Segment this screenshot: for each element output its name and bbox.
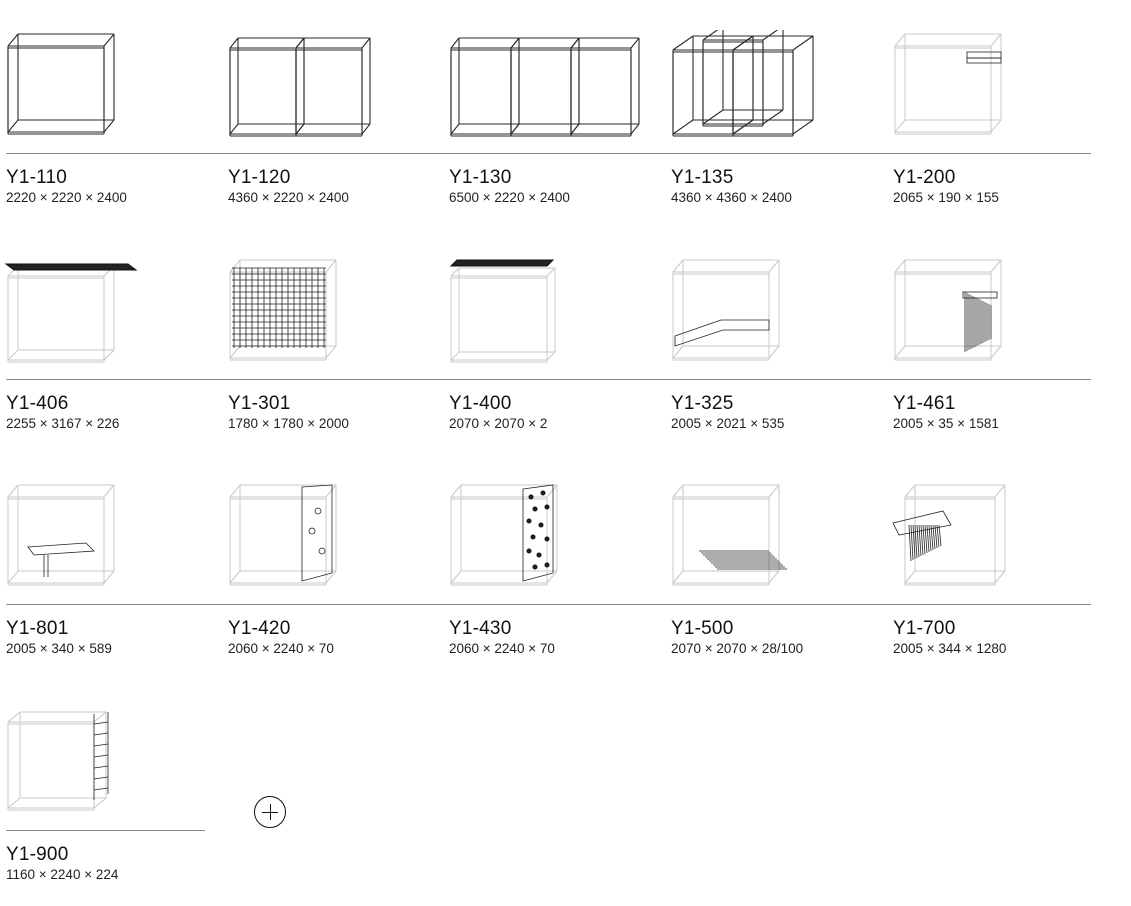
product-dimensions: 2065 × 190 × 155: [893, 190, 999, 205]
product-dimensions: 4360 × 2220 × 2400: [228, 190, 349, 205]
product-code: Y1-110: [6, 167, 68, 188]
product-card[interactable]: [447, 481, 647, 681]
product-dimensions: 6500 × 2220 × 2400: [449, 190, 570, 205]
add-product-button[interactable]: [254, 796, 286, 828]
product-card[interactable]: [891, 256, 1091, 456]
slat-wall-icon: [894, 259, 1002, 361]
product-dimensions: 2070 × 2070 × 28/100: [671, 641, 804, 656]
product-code: Y1-430: [449, 618, 512, 639]
product-card[interactable]: [4, 256, 204, 456]
product-code: Y1-461: [893, 393, 956, 414]
product-code: Y1-200: [893, 167, 956, 188]
row-divider: [6, 604, 1091, 605]
product-dimensions: 2070 × 2070 × 2: [449, 416, 548, 431]
product-code: Y1-500: [671, 618, 734, 639]
product-dimensions: 1780 × 1780 × 2000: [228, 416, 349, 431]
product-card[interactable]: [226, 481, 426, 681]
product-dimensions: 2005 × 35 × 1581: [893, 416, 999, 431]
row-divider: [6, 830, 205, 831]
product-dimensions: 1160 × 2240 × 224: [6, 867, 119, 882]
roof-panel-icon: [4, 263, 138, 363]
product-code: Y1-900: [6, 844, 69, 865]
product-card[interactable]: [226, 256, 426, 456]
product-code: Y1-700: [893, 618, 956, 639]
product-code: Y1-325: [671, 393, 734, 414]
product-card[interactable]: [669, 30, 869, 230]
product-dimensions: 4360 × 4360 × 2400: [671, 190, 792, 205]
product-card[interactable]: [447, 30, 647, 230]
product-code: Y1-130: [449, 167, 512, 188]
triple-frame-icon: [450, 37, 640, 137]
shelf-bracket-icon: [894, 33, 1002, 135]
product-card[interactable]: [669, 481, 869, 681]
product-code: Y1-135: [671, 167, 734, 188]
corner-bench-icon: [672, 259, 780, 361]
product-dimensions: 2060 × 2240 × 70: [449, 641, 555, 656]
product-code: Y1-406: [6, 393, 69, 414]
product-code: Y1-400: [449, 393, 512, 414]
net-enclosure-icon: [229, 259, 337, 361]
row-divider: [6, 153, 1091, 154]
product-card[interactable]: [4, 30, 204, 230]
single-frame-icon: [7, 33, 115, 135]
product-dimensions: 2005 × 340 × 589: [6, 641, 112, 656]
floor-deck-icon: [672, 484, 787, 586]
product-dimensions: 2255 × 3167 × 226: [6, 416, 120, 431]
table-bench-icon: [7, 484, 115, 586]
product-code: Y1-301: [228, 393, 291, 414]
product-card[interactable]: [669, 256, 869, 456]
product-code: Y1-801: [6, 618, 69, 639]
product-dimensions: 2005 × 2021 × 535: [671, 416, 785, 431]
product-card[interactable]: [4, 481, 204, 681]
product-dimensions: 2060 × 2240 × 70: [228, 641, 334, 656]
product-dimensions: 2220 × 2220 × 2400: [6, 190, 127, 205]
product-card[interactable]: [4, 706, 204, 906]
product-dimensions: 2005 × 344 × 1280: [893, 641, 1007, 656]
climbing-wall-icon: [229, 484, 337, 586]
roof-cover-icon: [449, 259, 556, 363]
row-divider: [6, 379, 1091, 380]
ladder-icon: [7, 711, 109, 811]
product-card[interactable]: [891, 30, 1091, 230]
double-frame-icon: [229, 37, 371, 137]
swing-net-icon: [892, 484, 1006, 586]
climbing-holds-wall-icon: [450, 484, 558, 586]
quad-frame-icon: [672, 30, 814, 137]
product-card[interactable]: [226, 30, 426, 230]
product-code: Y1-120: [228, 167, 291, 188]
product-card[interactable]: [447, 256, 647, 456]
product-card[interactable]: [891, 481, 1091, 681]
product-code: Y1-420: [228, 618, 291, 639]
